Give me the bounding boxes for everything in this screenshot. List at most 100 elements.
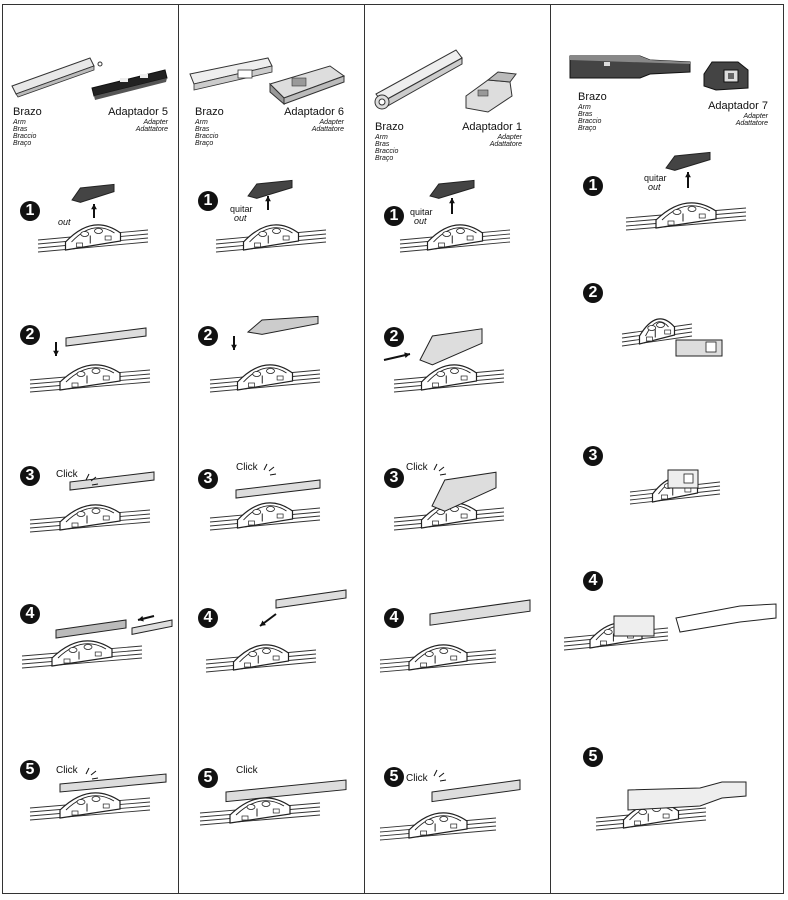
arm-bar xyxy=(59,773,167,793)
adapter-piece xyxy=(246,315,319,335)
click-marks xyxy=(85,767,99,780)
adapter-translation: Adattatore xyxy=(489,141,522,148)
up-arrow xyxy=(449,198,455,204)
arm-translation: Arm xyxy=(195,119,208,126)
step-number-5: 5 xyxy=(20,760,40,780)
step-number-3: 3 xyxy=(583,446,603,466)
arm-bar xyxy=(55,619,127,639)
adapter-title: Adaptador 5 xyxy=(108,106,168,118)
click-label: Click xyxy=(236,765,258,776)
click-marks xyxy=(263,463,277,476)
adapter-translation: Adapter xyxy=(143,119,168,126)
down-arrow xyxy=(53,350,59,356)
step-number-3: 3 xyxy=(198,469,218,489)
up-arrow xyxy=(91,204,97,210)
arm-translation: Braccio xyxy=(578,118,602,125)
arm-bar xyxy=(225,779,347,803)
wiper-blade xyxy=(393,502,505,531)
step1-quitar-label: quitar xyxy=(410,207,433,217)
arm-translation: Braço xyxy=(375,155,394,162)
arm-bar xyxy=(69,471,155,491)
arm-translation: Bras xyxy=(13,126,28,133)
diagonal-arrow xyxy=(260,620,266,626)
arm-translation: Braccio xyxy=(195,133,219,140)
arm-translation: Arm xyxy=(578,104,591,111)
adapter-piece xyxy=(613,615,655,637)
adapter-piece xyxy=(665,151,711,171)
step-number-4: 4 xyxy=(384,608,404,628)
adapter-piece xyxy=(71,183,115,203)
arm-bar xyxy=(235,479,321,499)
adapter-piece xyxy=(247,179,293,199)
wiper-blade xyxy=(29,504,151,533)
click-marks xyxy=(433,769,447,782)
adapter-translation: Adapter xyxy=(497,134,522,141)
adapter-translation: Adattatore xyxy=(735,120,768,127)
arm-translation: Arm xyxy=(375,134,388,141)
wiper-blade xyxy=(393,364,505,393)
arm-translation: Bras xyxy=(195,126,210,133)
step1-out-label: out xyxy=(58,217,71,227)
wiper-blade xyxy=(209,364,321,393)
adapter-piece xyxy=(667,469,699,489)
step-number-3: 3 xyxy=(384,468,404,488)
click-marks xyxy=(85,473,99,486)
arm-translation: Braço xyxy=(578,125,597,132)
adapter-lock xyxy=(705,341,717,353)
arm-translation: Braço xyxy=(13,140,32,147)
left-arrow xyxy=(138,615,144,622)
adapter-piece xyxy=(419,328,483,366)
arm-bar xyxy=(627,781,747,811)
step-number-1: 1 xyxy=(583,176,603,196)
right-arrow xyxy=(404,352,410,358)
arm-translation: Braccio xyxy=(375,148,399,155)
adapter-piece xyxy=(431,471,497,512)
step1-quitar-label: quitar xyxy=(644,173,667,183)
step-number-1: 1 xyxy=(198,191,218,211)
arm-translation: Braço xyxy=(195,140,214,147)
arm-bar xyxy=(429,599,531,626)
click-marks xyxy=(433,463,447,476)
wiper-blade xyxy=(29,364,151,393)
click-label: Click xyxy=(406,773,428,784)
wiper-blade xyxy=(621,318,693,347)
column-divider xyxy=(364,4,365,894)
wiper-blade xyxy=(29,792,151,821)
arm-bar xyxy=(65,327,147,347)
step1-quitar-label: quitar xyxy=(230,204,253,214)
step-number-2: 2 xyxy=(384,327,404,347)
wiper-blade xyxy=(379,812,497,841)
adapter-piece xyxy=(429,179,475,199)
arm-piece xyxy=(131,619,173,636)
click-label: Click xyxy=(56,469,78,480)
column-divider xyxy=(550,4,551,894)
wiper-blade xyxy=(625,202,747,231)
adapter-title: Adaptador 1 xyxy=(462,121,522,133)
adapter-translation: Adattatore xyxy=(135,126,168,133)
step-number-1: 1 xyxy=(20,201,40,221)
step-number-4: 4 xyxy=(20,604,40,624)
adapter-title: Adaptador 7 xyxy=(708,100,768,112)
adapter-translation: Adapter xyxy=(319,119,344,126)
adapter-translation: Adapter xyxy=(743,113,768,120)
step1-out-label: out xyxy=(414,216,427,226)
arm-title: Brazo xyxy=(578,91,607,103)
step-number-2: 2 xyxy=(20,325,40,345)
wiper-blade xyxy=(379,644,497,673)
adapter-lock xyxy=(683,473,694,484)
step-number-5: 5 xyxy=(384,767,404,787)
step-number-5: 5 xyxy=(198,768,218,788)
step-number-4: 4 xyxy=(583,571,603,591)
wiper-blade xyxy=(199,797,321,826)
arm-bar xyxy=(275,589,347,609)
step1-out-label: out xyxy=(234,213,247,223)
sheet-border xyxy=(2,4,784,894)
wiper-blade xyxy=(37,224,149,253)
